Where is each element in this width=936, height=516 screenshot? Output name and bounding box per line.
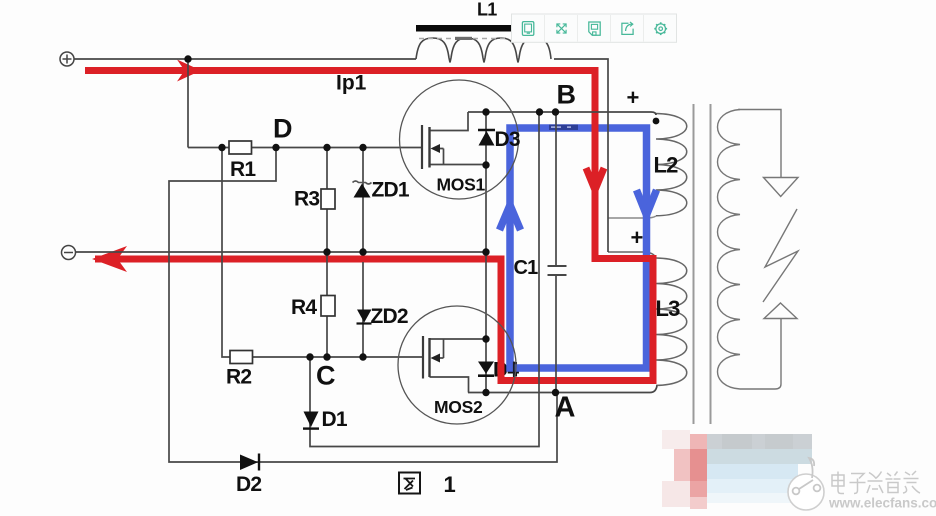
- svg-text:B: B: [557, 80, 576, 110]
- svg-text:C1: C1: [514, 257, 539, 279]
- svg-text:R2: R2: [226, 366, 251, 389]
- svg-text:ZD1: ZD1: [372, 179, 410, 202]
- svg-text:+: +: [631, 225, 644, 250]
- svg-text:R4: R4: [291, 296, 317, 319]
- svg-text:D3: D3: [495, 128, 520, 151]
- svg-text:+: +: [627, 85, 640, 110]
- svg-text:Ip1: Ip1: [336, 72, 367, 95]
- svg-text:D: D: [273, 114, 292, 144]
- svg-text:A: A: [555, 392, 576, 424]
- svg-text:R1: R1: [230, 158, 256, 181]
- svg-text:MOS2: MOS2: [434, 397, 483, 417]
- svg-text:L3: L3: [656, 296, 681, 321]
- svg-text:www.elecfans.com: www.elecfans.com: [828, 496, 936, 511]
- svg-text:C: C: [316, 361, 335, 391]
- svg-text:MOS1: MOS1: [437, 175, 486, 195]
- svg-text:1: 1: [444, 472, 456, 497]
- svg-text:R3: R3: [294, 188, 319, 211]
- svg-text:ZD2: ZD2: [371, 305, 408, 328]
- svg-text:D1: D1: [322, 408, 348, 431]
- svg-text:D2: D2: [236, 473, 261, 496]
- svg-text:L2: L2: [654, 153, 679, 178]
- svg-text:L1: L1: [477, 0, 497, 20]
